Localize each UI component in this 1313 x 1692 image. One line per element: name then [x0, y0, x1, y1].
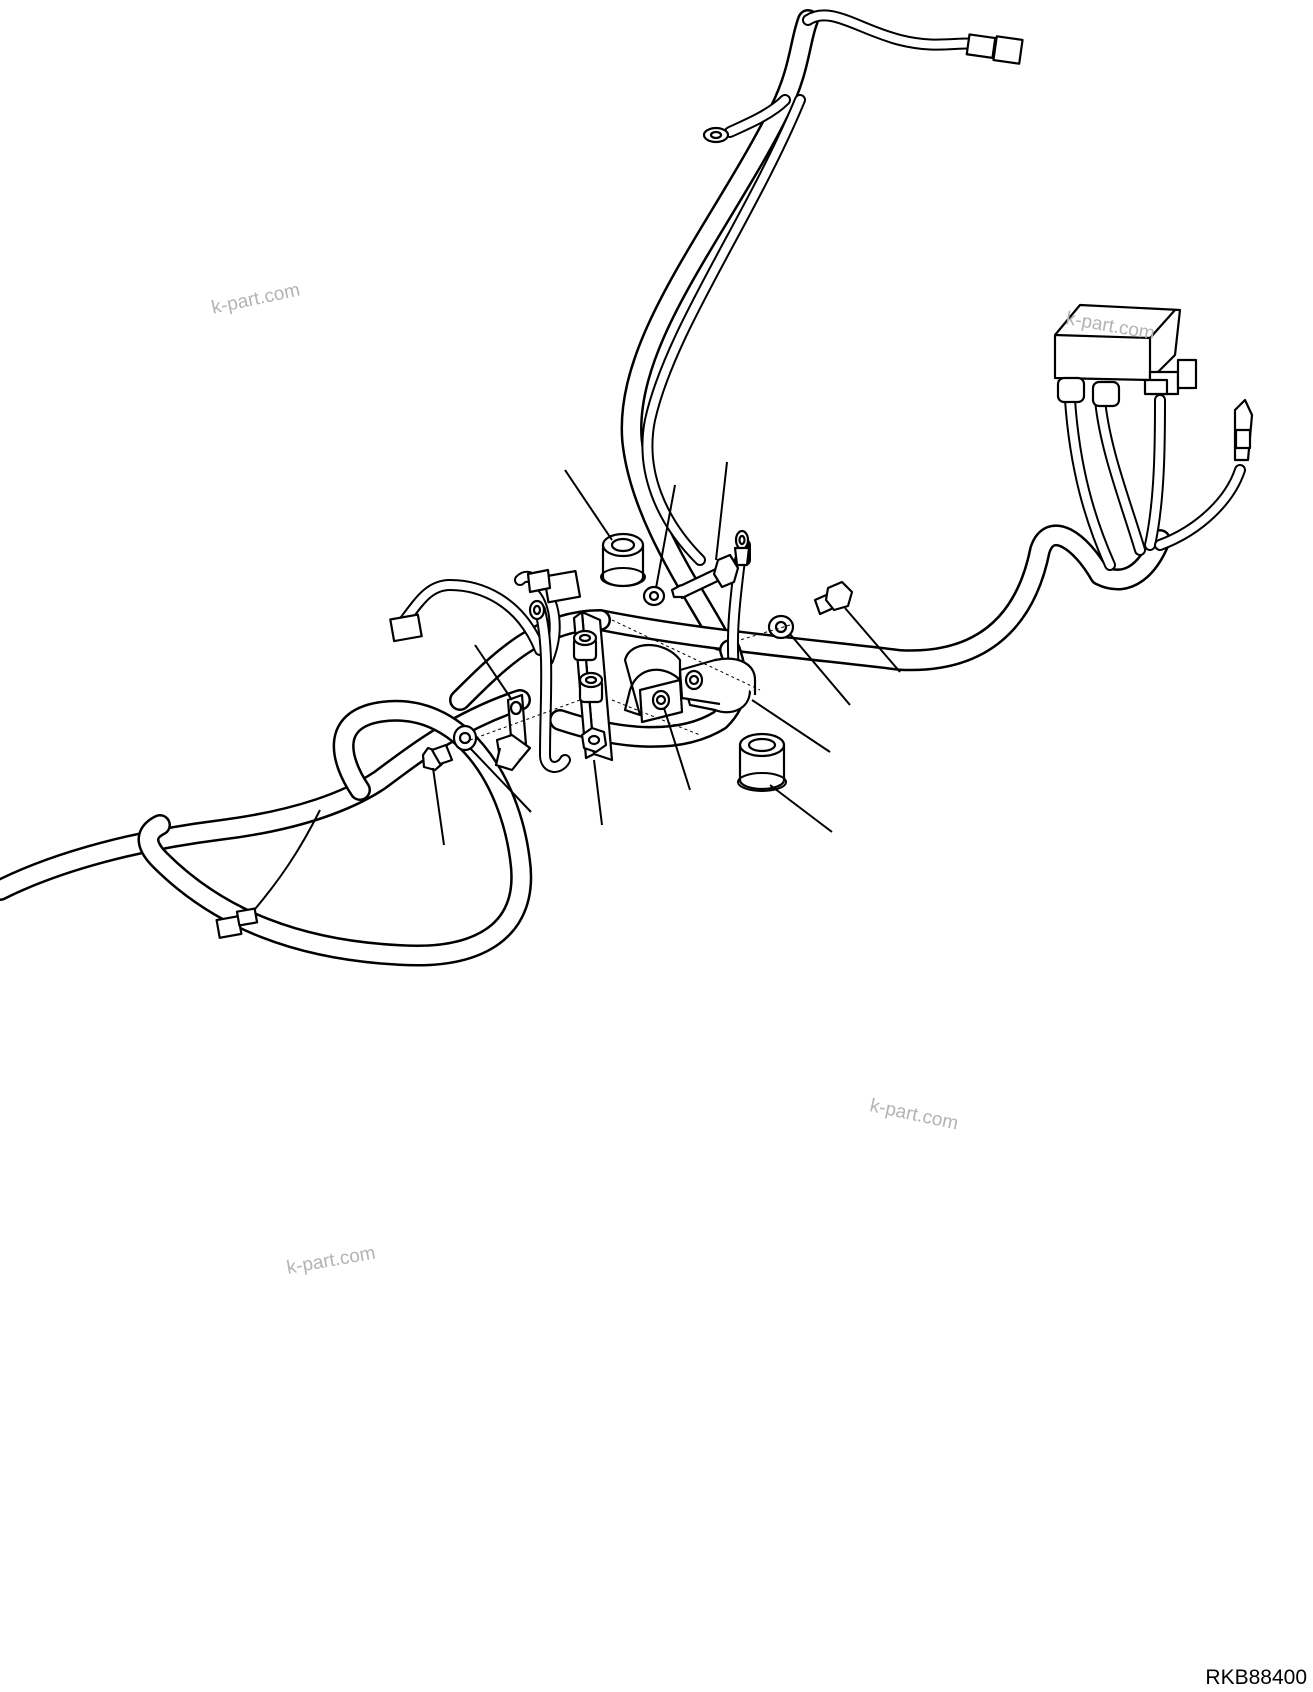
- leader-grommet-lower: [769, 784, 833, 833]
- top-connector: [965, 33, 1024, 65]
- leader-clamp: [751, 699, 831, 753]
- bolt-long: [670, 553, 740, 600]
- spacer-middle: [578, 671, 604, 704]
- spacer-bottom-nut: [580, 726, 608, 754]
- p-clamp: [623, 644, 684, 724]
- ring-terminal-upper: [702, 126, 730, 144]
- bolt-right: [813, 580, 854, 616]
- leader-bolt-lower-left: [432, 767, 445, 846]
- washer-right: [767, 614, 795, 640]
- right-connector-block: [1053, 303, 1254, 462]
- wiring-harness: [0, 9, 1246, 967]
- lower-left-connector: [215, 907, 259, 939]
- washer-upper: [642, 585, 666, 607]
- assembly-guides: [469, 619, 791, 741]
- leader-lines: [432, 461, 901, 846]
- harness-clamp: [678, 657, 757, 714]
- hardware-parts: [421, 532, 854, 792]
- spacer-top: [572, 629, 598, 662]
- mid-connector: [526, 568, 582, 604]
- leader-washer-lower-left: [469, 747, 532, 813]
- leader-bolt-long: [715, 461, 728, 561]
- leader-grommet-upper: [564, 469, 613, 541]
- grommet-lower: [737, 732, 787, 792]
- drawing-code: RKB88400: [1205, 1666, 1307, 1689]
- connectors: [215, 33, 1254, 939]
- bracket-plate: [572, 610, 614, 762]
- leader-washer-right: [789, 633, 851, 706]
- leader-bracket-plate: [593, 759, 603, 826]
- ring-terminal-bracket: [528, 599, 546, 621]
- leader-washer-upper: [655, 484, 676, 589]
- grommet-upper: [600, 532, 646, 588]
- leader-p-clamp: [663, 707, 691, 791]
- bolt-lower-left: [421, 743, 454, 772]
- leader-ground-bracket: [474, 644, 513, 701]
- ring-terminal-clamp-lead: [733, 529, 751, 567]
- washer-lower-left: [452, 724, 478, 752]
- leader-bolt-right: [844, 607, 901, 673]
- left-connector: [389, 613, 423, 643]
